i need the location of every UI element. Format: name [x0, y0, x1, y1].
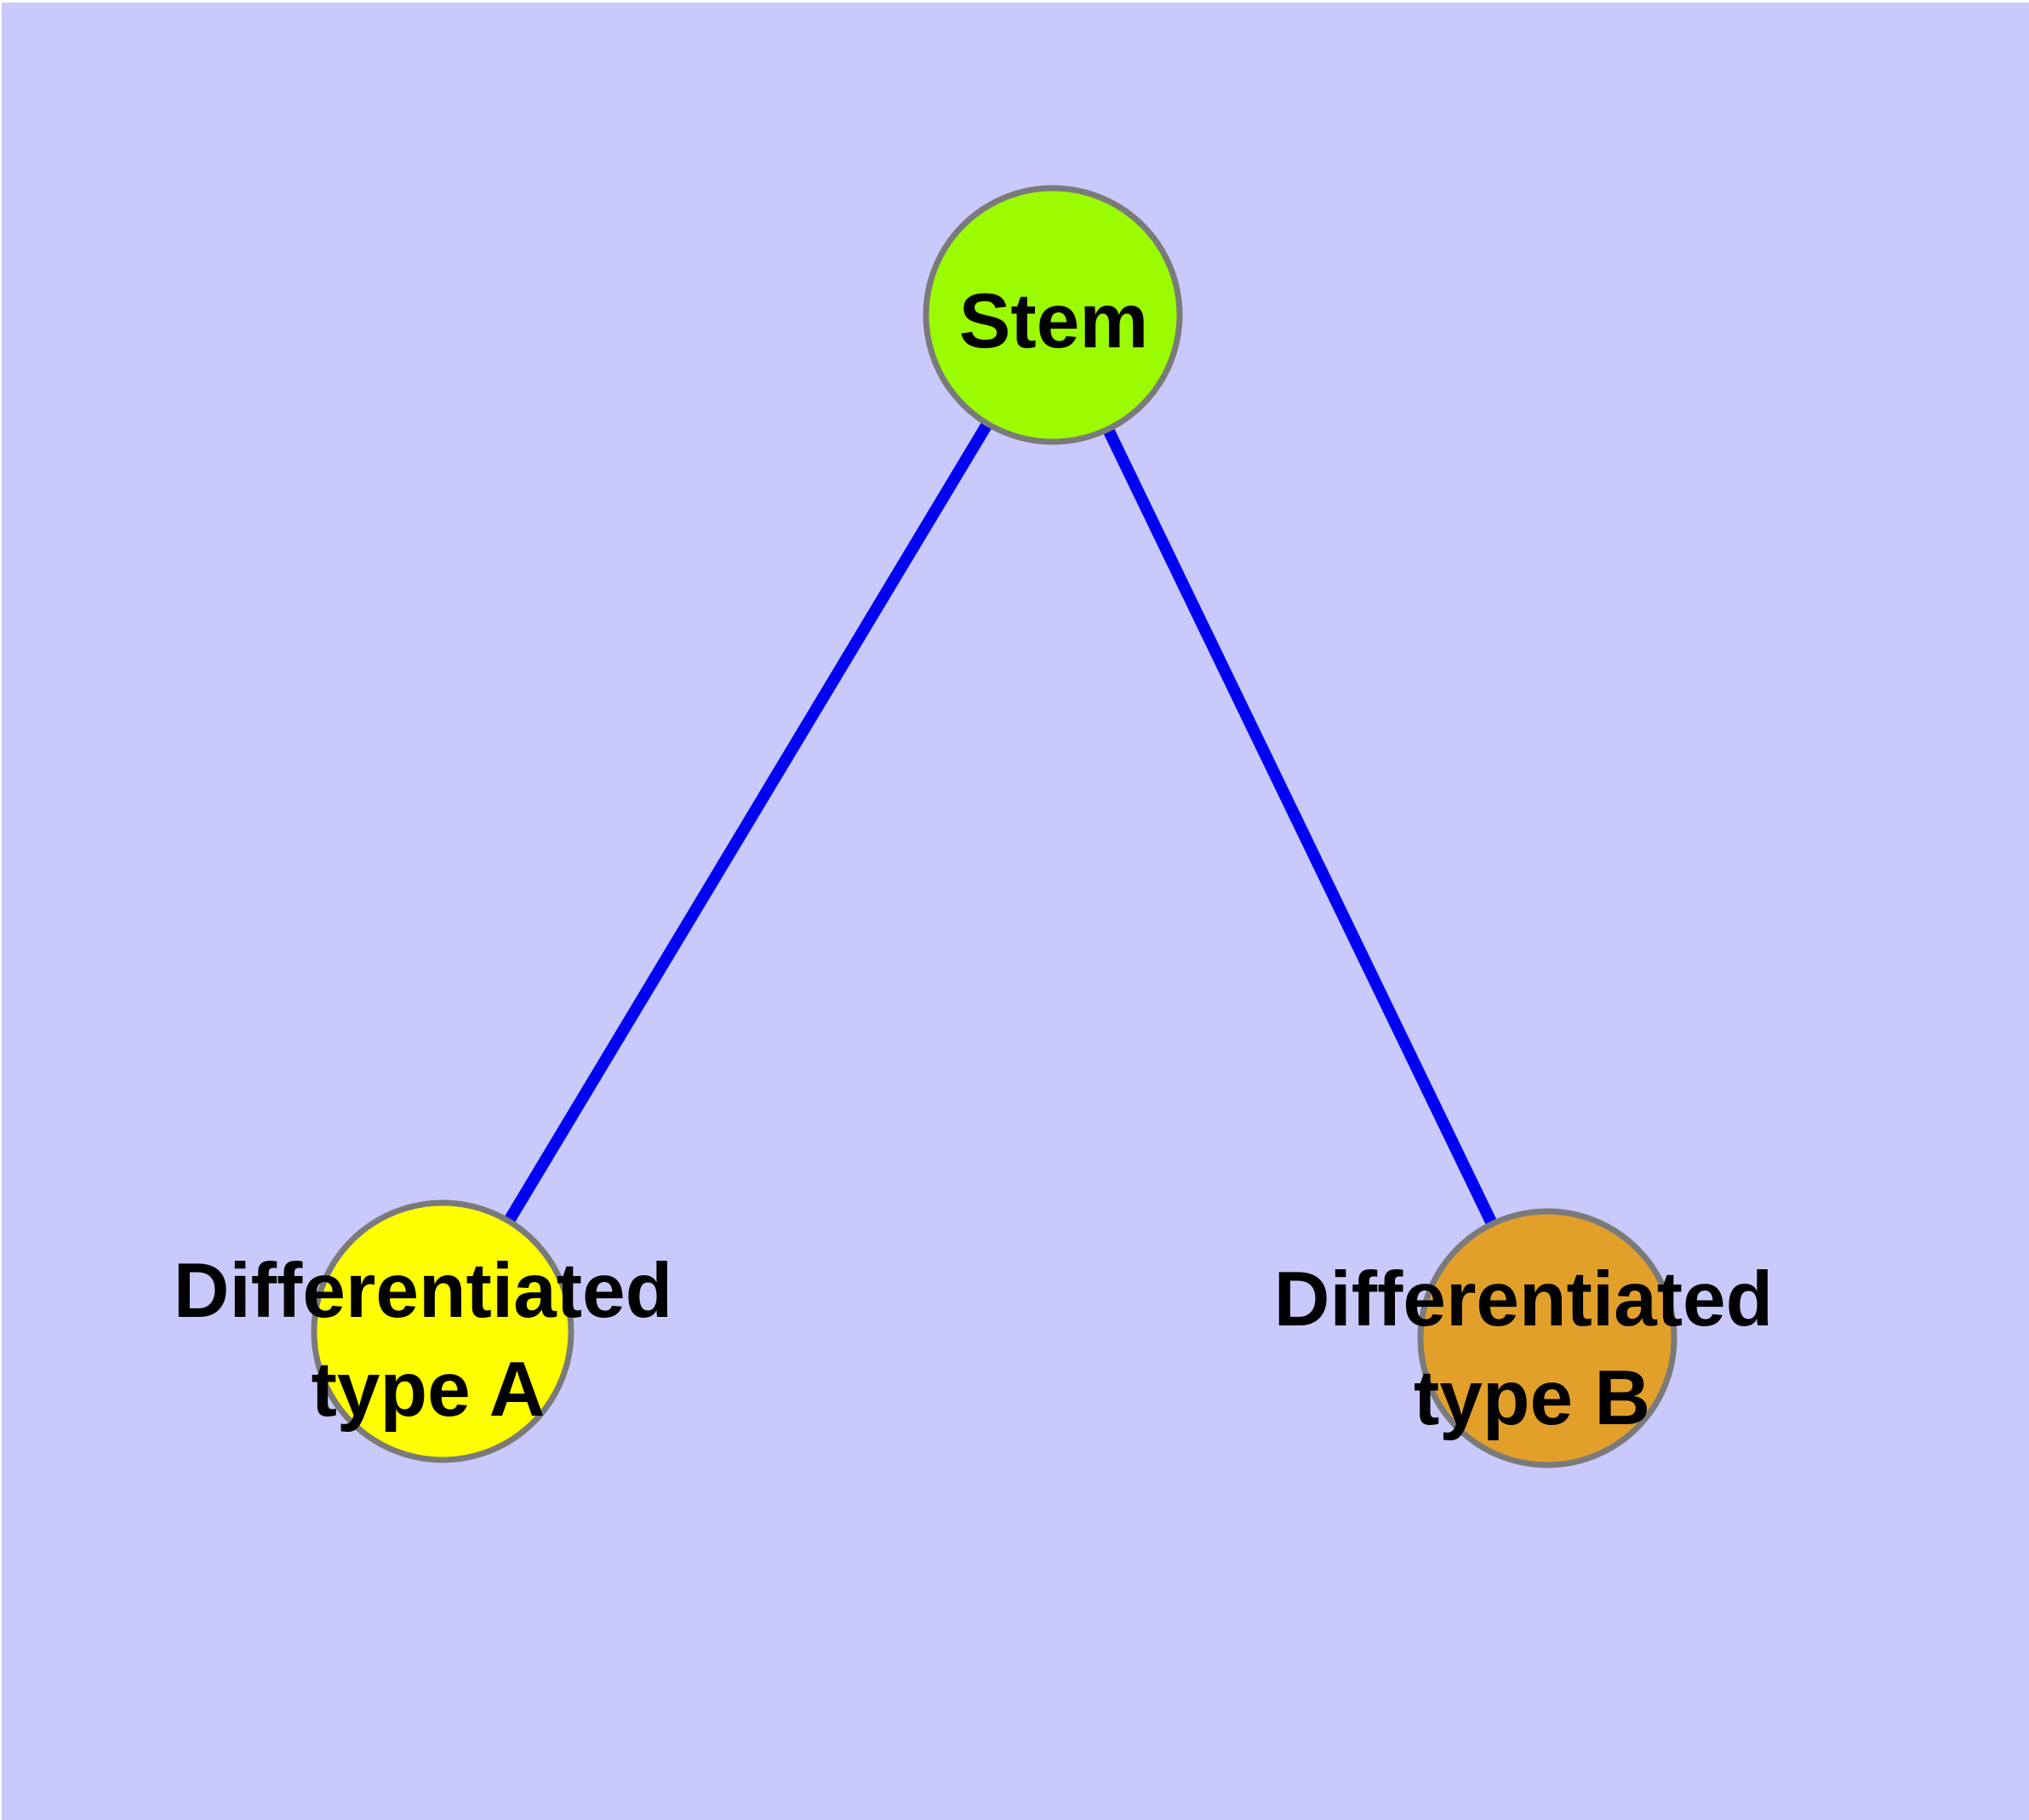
- node-stem-label: Stem: [959, 278, 1149, 364]
- node-differentiated-type-b[interactable]: [1417, 1208, 1677, 1468]
- node-stem[interactable]: [923, 185, 1183, 445]
- node-type-a-label-line1: Differentiated: [174, 1248, 673, 1334]
- node-type-b-label-line1: Differentiated: [1274, 1256, 1774, 1342]
- node-type-a-label-line2: type A: [311, 1347, 546, 1433]
- edge-stem-to-type-a: [437, 312, 1059, 1335]
- edge-stem-to-type-b: [1047, 312, 1553, 1342]
- node-differentiated-type-a[interactable]: [311, 1199, 574, 1463]
- node-type-b-label-line2: type B: [1414, 1355, 1650, 1441]
